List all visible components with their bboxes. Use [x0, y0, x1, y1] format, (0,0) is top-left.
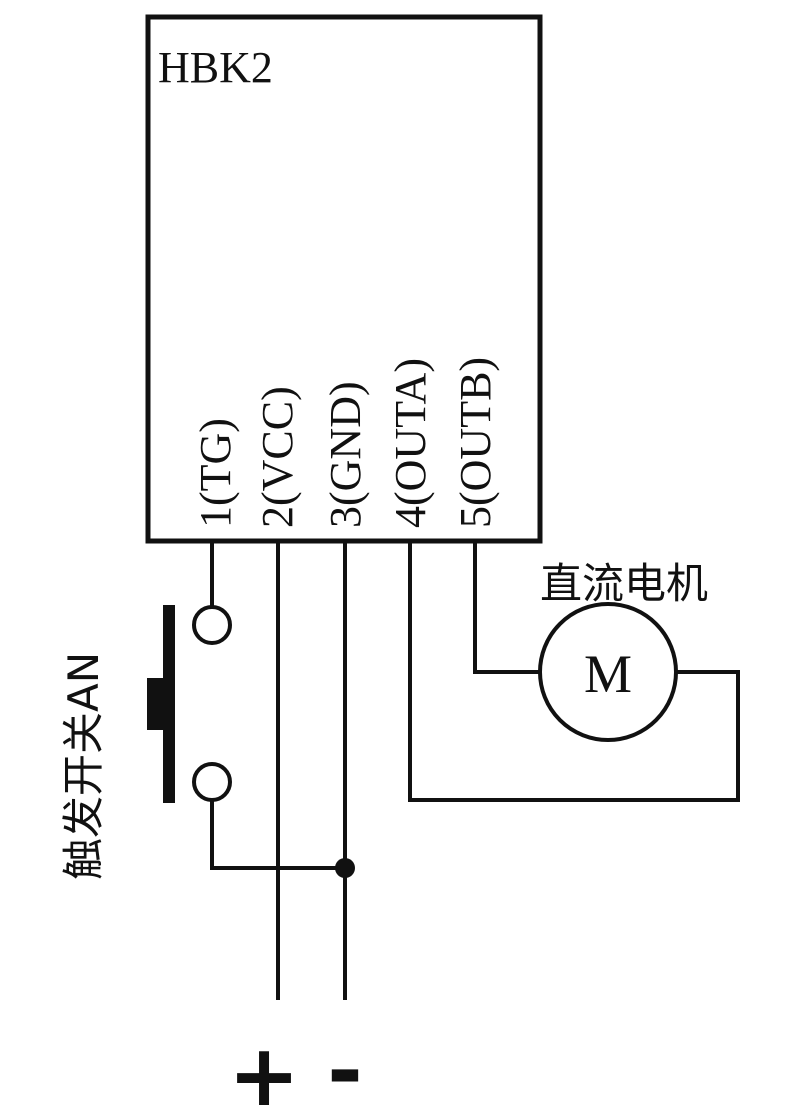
- switch-terminal-top: [192, 605, 232, 645]
- motor-label: 直流电机: [540, 559, 708, 608]
- wire-switch-to-gnd: [210, 798, 347, 870]
- switch-label: 触发开关AN: [59, 652, 108, 880]
- power-negative-label: -: [327, 1021, 363, 1120]
- pin-label-vcc: 2(VCC): [253, 386, 302, 528]
- pin-label-outa: 4(OUTA): [386, 358, 435, 528]
- pin-label-tg: 1(TG): [191, 418, 240, 528]
- pin-label-gnd: 3(GND): [321, 381, 370, 528]
- gnd-junction-dot: [335, 858, 355, 878]
- wire-outb: [473, 539, 542, 674]
- motor-symbol: [538, 602, 678, 742]
- wire-outa: [408, 539, 740, 802]
- pin-label-outb: 5(OUTB): [451, 357, 500, 528]
- switch-push-button: [147, 678, 165, 730]
- module-label: HBK2: [158, 43, 273, 92]
- switch-terminal-bottom: [192, 762, 232, 802]
- switch-contact-bar: [163, 605, 175, 803]
- power-positive-label: +: [228, 1026, 300, 1120]
- motor-letter: M: [584, 644, 632, 704]
